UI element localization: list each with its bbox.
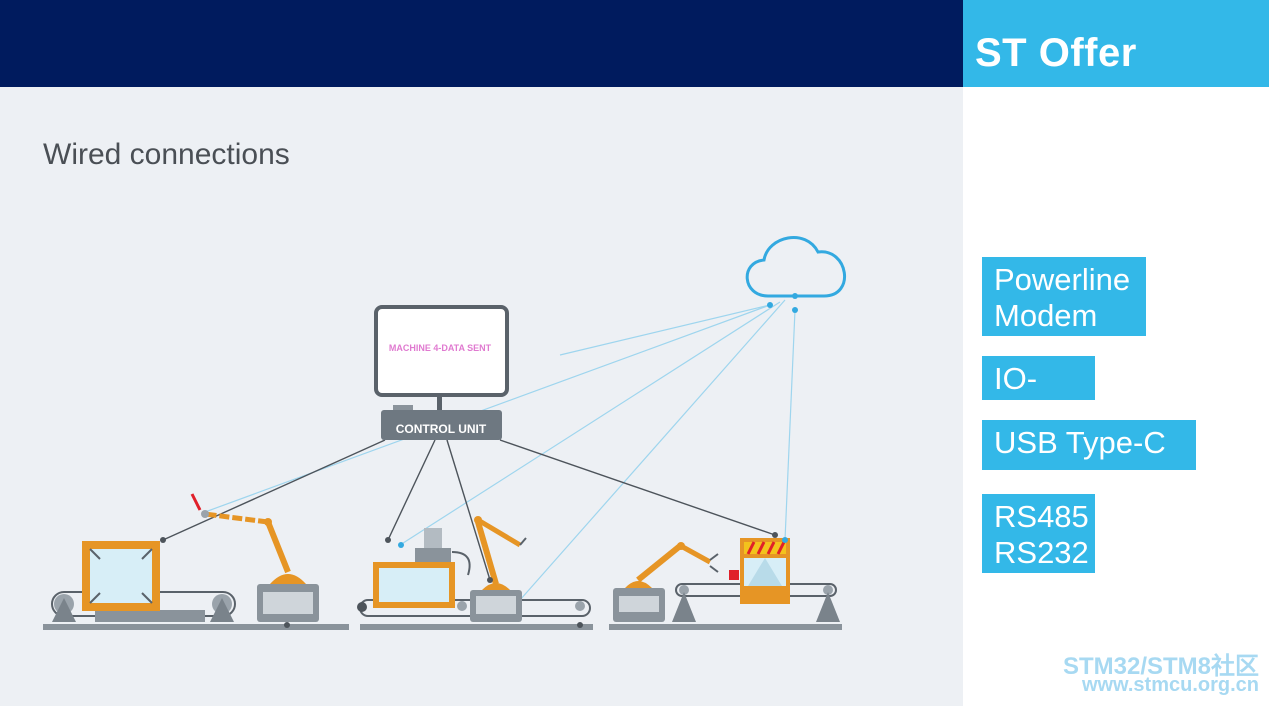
watermark-line2: www.stmcu.org.cn xyxy=(1081,674,1259,696)
control-unit-label: CONTROL UNIT xyxy=(396,422,487,436)
monitor: MACHINE 4-DATA SENT xyxy=(374,305,509,413)
watermark-line1: STM32/STM8社区 xyxy=(1062,653,1259,680)
offer-label: USB Type-C xyxy=(994,425,1166,460)
station-1 xyxy=(51,493,319,628)
offer-usb-type-c: USB Type-C xyxy=(982,420,1196,470)
factory-illustration: MACHINE 4-DATA SENT CONTROL UNIT xyxy=(43,236,847,630)
offer-label: RS485 RS232 xyxy=(994,499,1089,570)
cloud-icon xyxy=(745,236,847,298)
offer-label: Powerline Modem xyxy=(994,262,1131,333)
wireless-links xyxy=(204,299,796,601)
section-title: Wired connections xyxy=(43,138,290,171)
wired-links xyxy=(162,439,776,581)
offer-rs485-rs232: RS485 RS232 xyxy=(982,494,1095,573)
offer-io-link: IO-Link xyxy=(982,356,1095,432)
offer-powerline-modem: Powerline Modem xyxy=(982,257,1146,336)
offer-title: ST Offer xyxy=(975,31,1137,75)
station-2 xyxy=(357,516,591,628)
monitor-text: MACHINE 4-DATA SENT xyxy=(389,343,492,353)
station-3 xyxy=(613,532,840,622)
offer-header: ST Offer xyxy=(963,0,1269,87)
cloud-nodes xyxy=(767,293,798,313)
floor xyxy=(43,624,842,630)
control-unit: CONTROL UNIT xyxy=(381,405,502,440)
title-bar xyxy=(0,0,963,87)
